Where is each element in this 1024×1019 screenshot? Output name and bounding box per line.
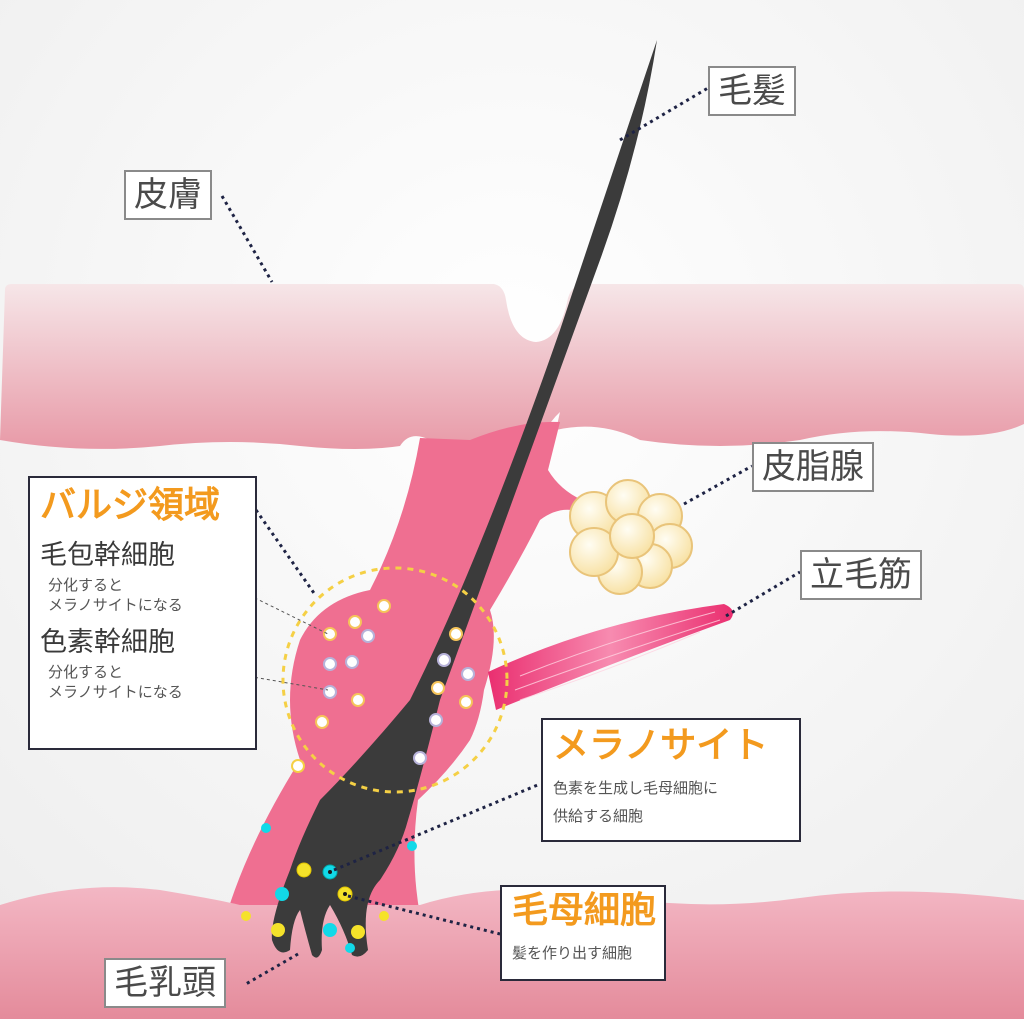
matrix-info-box: 毛母細胞 髪を作り出す細胞 xyxy=(500,885,666,981)
leader-lines xyxy=(220,86,801,986)
matrix-title: 毛母細胞 xyxy=(512,890,657,931)
bulge-info-box: バルジ領域 毛包幹細胞 分化すると メラノサイトになる 色素幹細胞 分化すると … xyxy=(28,476,257,750)
label-arrector-pili: 立毛筋 xyxy=(800,550,922,600)
melanocyte-title: メラノサイト xyxy=(553,725,769,766)
follicle-stem-note-1: 分化すると xyxy=(48,576,124,594)
melanocyte-desc-1: 色素を生成し毛母細胞に xyxy=(553,779,719,797)
bulge-cells xyxy=(291,599,475,773)
melanocyte-desc-2: 供給する細胞 xyxy=(553,807,644,825)
pigment-stem-cell-label: 色素幹細胞 xyxy=(40,627,175,658)
skin-layer xyxy=(0,284,1024,470)
melanocyte-info-box: メラノサイト 色素を生成し毛母細胞に 供給する細胞 xyxy=(541,718,801,842)
follicle-stem-cell-label: 毛包幹細胞 xyxy=(40,540,175,571)
muscle-fibers xyxy=(514,611,721,701)
label-sebaceous-gland: 皮脂腺 xyxy=(752,442,874,492)
bulge-title: バルジ領域 xyxy=(40,485,221,526)
pigment-stem-note-1: 分化すると xyxy=(48,663,124,681)
label-dermal-papilla: 毛乳頭 xyxy=(104,958,226,1008)
matrix-cells xyxy=(241,823,417,953)
arrector-pili-muscle xyxy=(488,604,733,710)
bulge-region-outline xyxy=(281,566,509,794)
label-skin: 皮膚 xyxy=(124,170,212,220)
follicle-stem-note-2: メラノサイトになる xyxy=(48,596,183,614)
sebaceous-gland-cells xyxy=(569,479,693,595)
matrix-desc: 髪を作り出す細胞 xyxy=(512,944,633,962)
hair-shaft xyxy=(271,40,657,958)
pigment-stem-note-2: メラノサイトになる xyxy=(48,683,183,701)
label-hair: 毛髪 xyxy=(708,66,796,116)
